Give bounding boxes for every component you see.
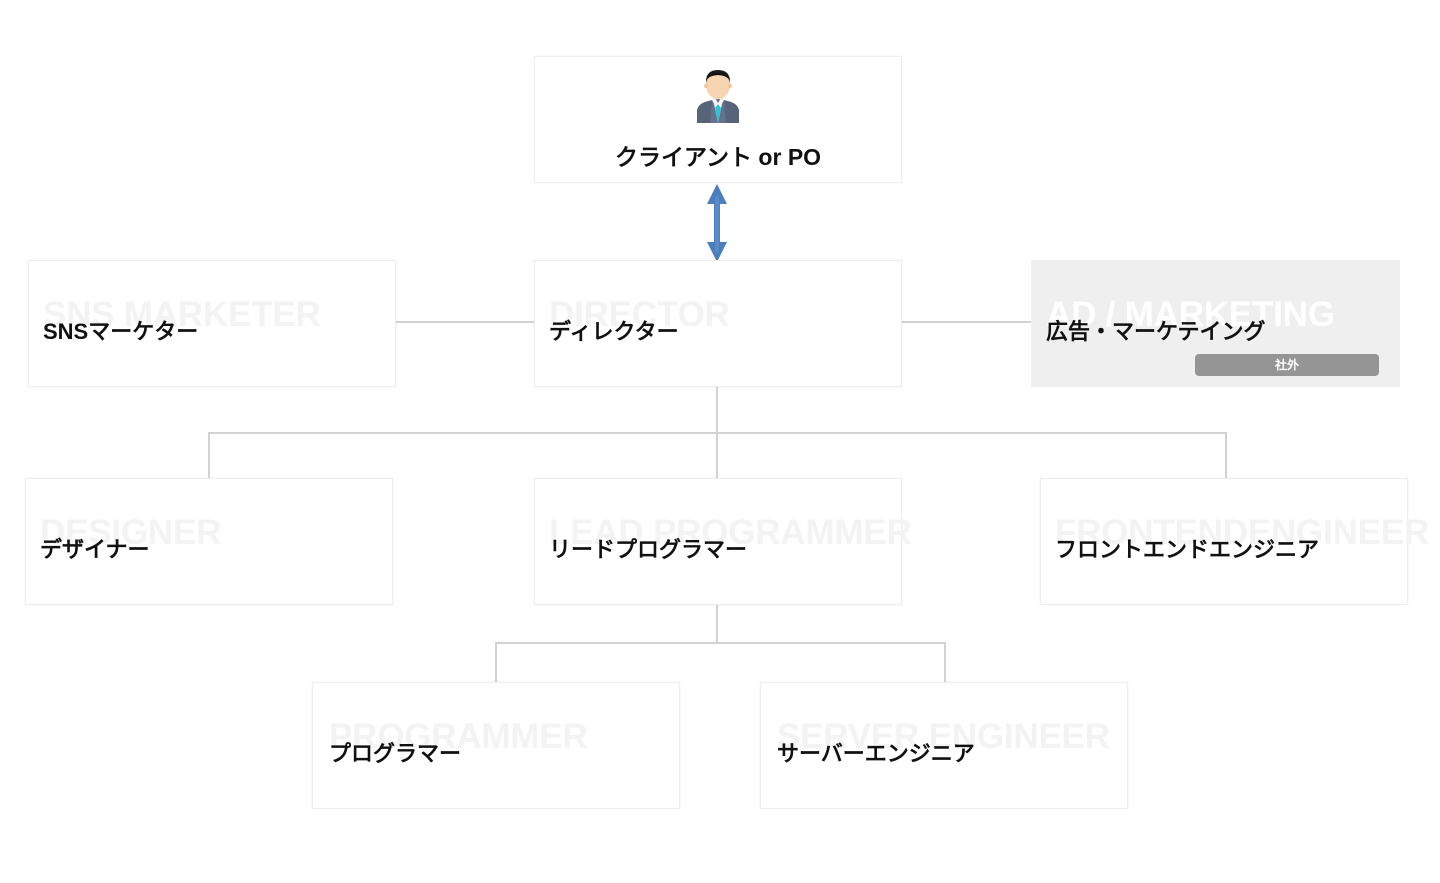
node-ad-marketing[interactable]: AD / MARKETING 広告・マーケテイング 社外 bbox=[1031, 260, 1400, 387]
node-server-engineer-label: サーバーエンジニア bbox=[777, 740, 975, 766]
connector-drop-lead-programmer bbox=[716, 432, 718, 479]
node-director-label: ディレクター bbox=[549, 318, 679, 344]
connector-drop-server-engineer bbox=[944, 642, 946, 684]
node-frontend-engineer[interactable]: FRONTENDENGINEER フロントエンドエンジニア bbox=[1040, 478, 1429, 605]
connector-row4-bus bbox=[495, 642, 946, 644]
node-director[interactable]: DIRECTOR ディレクター bbox=[534, 260, 902, 387]
businessman-avatar-icon bbox=[691, 67, 745, 128]
node-ad-marketing-label: 広告・マーケテイング bbox=[1046, 318, 1266, 344]
node-designer-label: デザイナー bbox=[40, 536, 150, 562]
node-server-engineer[interactable]: SERVER ENGINEER サーバーエンジニア bbox=[760, 682, 1128, 809]
node-client-or-po-label: クライアント or PO bbox=[614, 144, 822, 170]
bidirectional-arrow-client-director bbox=[700, 182, 734, 264]
connector-drop-frontend bbox=[1225, 432, 1227, 479]
node-programmer[interactable]: PROGRAMMER プログラマー bbox=[312, 682, 680, 809]
connector-drop-programmer bbox=[495, 642, 497, 684]
node-lead-programmer[interactable]: LEAD PROGRAMMER リードプログラマー bbox=[534, 478, 912, 605]
connector-drop-designer bbox=[208, 432, 210, 479]
node-sns-marketer[interactable]: SNS MARKETER SNSマーケター bbox=[28, 260, 396, 387]
node-frontend-engineer-label: フロントエンドエンジニア bbox=[1055, 536, 1320, 562]
connector-lead-programmer-drop bbox=[716, 603, 718, 644]
connector-sns-to-director bbox=[396, 321, 534, 323]
connector-director-drop bbox=[716, 386, 718, 434]
external-status-badge: 社外 bbox=[1195, 354, 1379, 376]
node-programmer-label: プログラマー bbox=[329, 740, 462, 766]
node-client-or-po[interactable]: クライアント or PO bbox=[534, 56, 902, 183]
node-sns-marketer-label: SNSマーケター bbox=[43, 318, 199, 344]
node-designer[interactable]: DESIGNER デザイナー bbox=[25, 478, 393, 605]
node-lead-programmer-label: リードプログラマー bbox=[549, 536, 748, 562]
connector-director-to-admarketing bbox=[902, 321, 1031, 323]
